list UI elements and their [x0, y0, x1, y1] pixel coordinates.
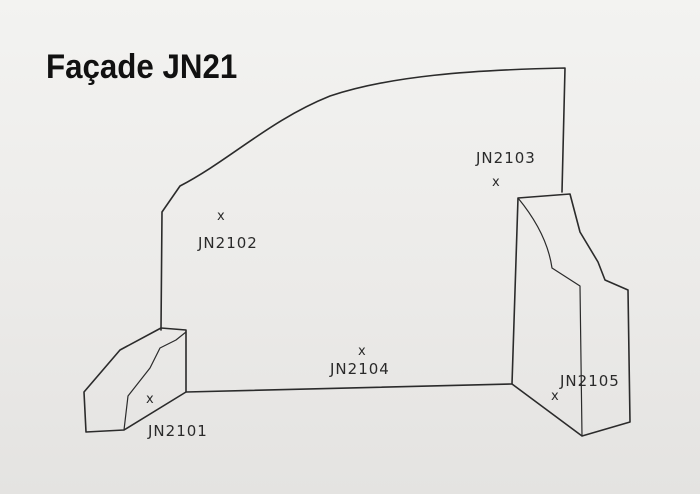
page-title: Façade JN21 — [46, 48, 238, 86]
marker-jn2104: x — [358, 344, 366, 359]
ground-line — [185, 383, 513, 393]
label-jn2104: JN2104 — [329, 360, 390, 378]
marker-jn2105: x — [551, 389, 559, 404]
marker-jn2102: x — [217, 209, 225, 224]
label-jn2101: JN2101 — [147, 422, 208, 440]
label-jn2103: JN2103 — [475, 149, 536, 167]
label-jn2102: JN2102 — [197, 234, 258, 252]
left-block-edge — [123, 331, 187, 431]
label-jn2105: JN2105 — [559, 372, 620, 390]
right-block — [511, 193, 631, 437]
left-block — [83, 327, 187, 433]
marker-jn2103: x — [492, 175, 500, 190]
wall-outline — [160, 67, 566, 331]
marker-jn2101: x — [146, 392, 154, 407]
right-block-edge — [517, 197, 583, 437]
